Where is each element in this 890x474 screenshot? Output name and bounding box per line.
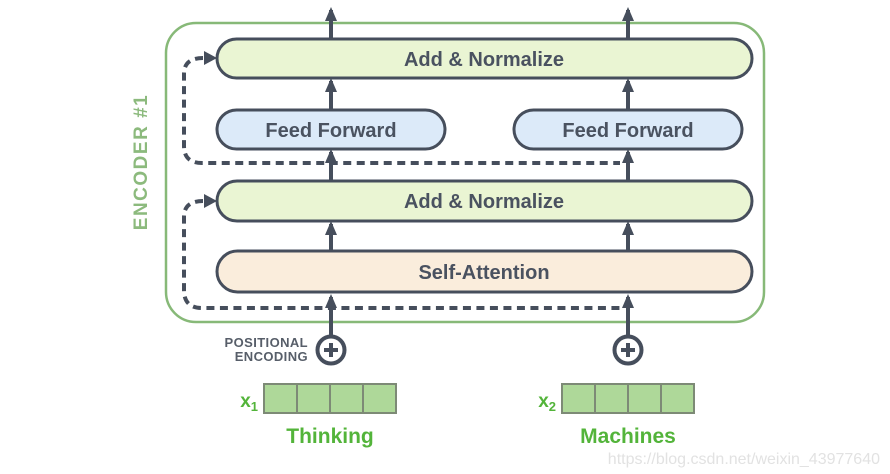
plus-circle-left-icon [315,334,347,366]
encoder-border [164,21,766,324]
add-normalize-top-label: Add & Normalize [404,49,564,71]
vector-cell [296,383,331,414]
input-x2-label: x2 [538,391,556,414]
positional-encoding-label: POSITIONAL ENCODING [225,335,308,364]
feed-forward-right-label: Feed Forward [562,120,693,142]
input-word-thinking: Thinking [286,425,374,448]
residual-dashed-upper [182,56,620,165]
layer-add-normalize-top: Add & Normalize [215,37,754,80]
vector-cell [660,383,695,414]
input-x1: x1 Thinking [240,383,397,448]
vector-cell [362,383,397,414]
layer-self-attention: Self-Attention [215,249,754,294]
residual-arrowhead-upper-icon [204,51,217,65]
layer-feed-forward-right: Feed Forward [512,108,744,151]
residual-arrowhead-lower-icon [204,194,217,208]
layer-add-normalize-bottom: Add & Normalize [215,179,754,223]
input-x2-vector [561,383,695,414]
self-attention-box [215,249,754,294]
input-word-machines: Machines [580,425,676,448]
vector-cell [594,383,629,414]
residual-dashed-lower [182,199,621,310]
plus-circle-right-icon [612,334,644,366]
add-normalize-top-box [215,37,754,80]
self-attention-label: Self-Attention [418,262,549,284]
vector-cell [561,383,596,414]
encoder-label: ENCODER #1 [131,94,152,230]
watermark: https://blog.csdn.net/weixin_43977640 [608,451,880,468]
positional-encoding-line2: ENCODING [235,349,308,364]
vector-cell [263,383,298,414]
vector-cell [627,383,662,414]
input-x1-label: x1 [240,391,258,414]
add-normalize-bottom-box [215,179,754,223]
vector-cell [329,383,364,414]
layer-feed-forward-left: Feed Forward [215,108,447,151]
input-x2: x2 Machines [538,383,695,448]
input-x1-vector [263,383,397,414]
positional-encoding-line1: POSITIONAL [225,335,308,350]
feed-forward-left-label: Feed Forward [265,120,396,142]
add-normalize-bottom-label: Add & Normalize [404,191,564,213]
